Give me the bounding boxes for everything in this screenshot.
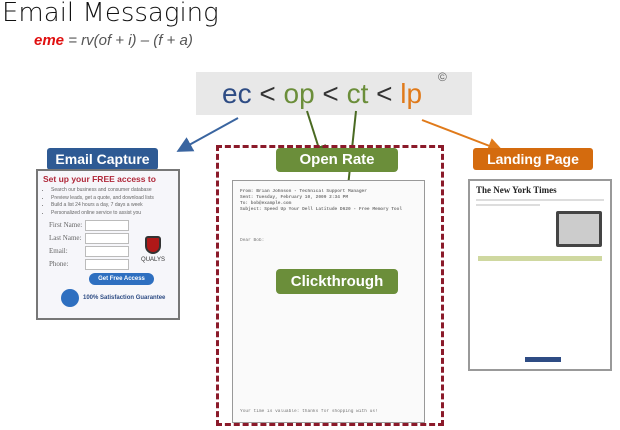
- formula-rhs: = rv(of + i) – (f + a): [64, 32, 193, 49]
- field-label: First Name:: [49, 221, 83, 229]
- email-row: Email:: [49, 246, 173, 257]
- guarantee: 100% Satisfaction Guarantee: [61, 289, 177, 307]
- phone-row: Phone:: [49, 259, 173, 270]
- form-bullet: Preview leads, get a quote, and download…: [51, 195, 173, 203]
- field-label: Phone:: [49, 260, 69, 268]
- chain-sep: <: [251, 78, 284, 109]
- chain-sep: <: [314, 78, 347, 109]
- last-name-row: Last Name:: [49, 233, 173, 244]
- form-bullet: Search our business and consumer databas…: [51, 187, 173, 195]
- form-bullet: Personalized online service to assist yo…: [51, 210, 173, 218]
- guarantee-text: 100% Satisfaction Guarantee: [83, 295, 166, 301]
- chain-lp: lp: [400, 78, 423, 109]
- get-free-access-button[interactable]: Get Free Access: [89, 273, 154, 285]
- laptop-image: [556, 211, 602, 247]
- email-greeting: Dear Bob:: [240, 238, 265, 243]
- copyright-mark: ©: [438, 70, 447, 84]
- open-rate-label: Open Rate: [276, 148, 398, 172]
- email-header: From: Brian Johnson - Technical Support …: [240, 189, 417, 213]
- email-document: From: Brian Johnson - Technical Support …: [232, 180, 425, 423]
- email-input[interactable]: [85, 246, 129, 257]
- clickthrough-label: Clickthrough: [276, 269, 398, 294]
- last-name-input[interactable]: [85, 233, 129, 244]
- header-line: Sent: Tuesday, February 10, 2009 2:34 PM: [240, 195, 349, 200]
- first-name-row: First Name:: [49, 220, 173, 231]
- qualys-badge: QUALYS: [136, 236, 170, 264]
- shield-icon: [145, 236, 161, 254]
- chain-ec: ec: [222, 78, 252, 109]
- field-label: Last Name:: [49, 234, 82, 242]
- text-line: [476, 199, 604, 201]
- form-heading: Set up your FREE access to: [43, 174, 156, 184]
- formula-lhs: eme: [34, 32, 65, 49]
- landing-page-preview: The New York Times: [468, 179, 612, 371]
- formula: eme = rv(of + i) – (f + a): [34, 32, 193, 50]
- funnel-chain: ec < op < ct < lp: [196, 72, 472, 115]
- text-line: [476, 204, 540, 206]
- promo-bar: [478, 256, 602, 261]
- email-body-block: [240, 218, 417, 233]
- nyt-masthead: The New York Times: [476, 185, 557, 195]
- field-label: Email:: [49, 247, 68, 255]
- chain-ct: ct: [346, 78, 369, 109]
- header-line: From: Brian Johnson - Technical Support …: [240, 189, 367, 194]
- badge-text: QUALYS: [141, 257, 165, 263]
- chain-sep: <: [368, 78, 401, 109]
- email-capture-label: Email Capture: [47, 148, 158, 170]
- landing-page-label: Landing Page: [473, 148, 593, 170]
- email-closing: Your time is valuable: thanks for shoppi…: [240, 409, 378, 414]
- continue-button[interactable]: [525, 357, 561, 362]
- chain-op: op: [283, 78, 315, 109]
- form-bullet: Build a list 24 hours a day, 7 days a we…: [51, 202, 173, 210]
- phone-input[interactable]: [85, 259, 129, 270]
- header-line: Subject: Speed Up Your Dell Latitude D62…: [240, 207, 403, 212]
- form-bullets: Search our business and consumer databas…: [51, 187, 173, 217]
- first-name-input[interactable]: [85, 220, 129, 231]
- guarantee-seal-icon: [61, 289, 79, 307]
- header-line: To: bob@example.com: [240, 201, 292, 206]
- email-dashed-frame: [216, 145, 444, 426]
- arrow-ec: [176, 117, 239, 152]
- page-title: Email Messaging: [2, 0, 219, 28]
- arrow-lp: [421, 119, 504, 154]
